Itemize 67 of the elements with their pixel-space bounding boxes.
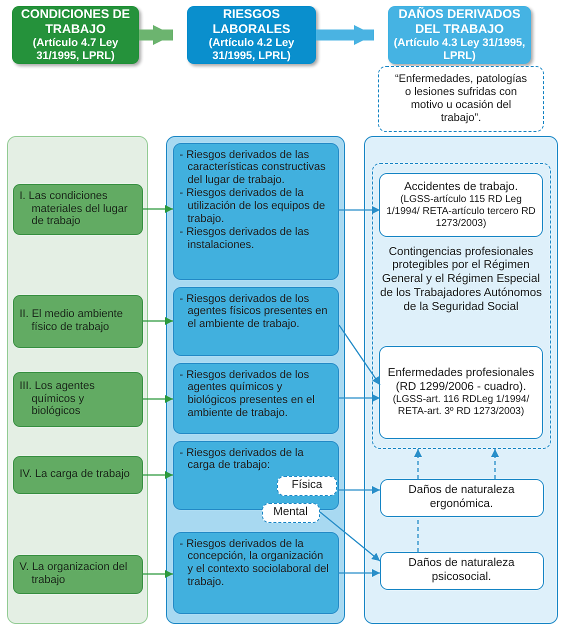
damage-box	[380, 478, 544, 516]
arrow	[339, 394, 380, 402]
arrow	[143, 205, 173, 213]
damage-box	[379, 173, 543, 237]
header-title: DAÑOS DERIVADOS DEL TRABAJO	[397, 7, 522, 37]
node-text: Daños de naturaleza psicosocial.	[407, 556, 516, 584]
risk-box	[172, 362, 338, 434]
risk-box	[172, 286, 338, 356]
arrow	[338, 324, 381, 386]
condition-box	[12, 372, 142, 426]
header-box	[12, 6, 139, 64]
arrow	[414, 449, 422, 479]
arrow	[339, 206, 380, 214]
article-reference: (Artículo 4.2 Ley 31/1995, LPRL)	[208, 36, 296, 63]
block-arrow	[316, 25, 374, 45]
panel-box	[364, 136, 558, 624]
node-text: - Riesgos derivados de los agentes químicos y biológicos presentes en el ambiente de trabajo.	[180, 368, 316, 420]
node-text: - Riesgos derivados de las características constructivas del lugar de trabajo.	[180, 148, 327, 188]
header-box	[388, 6, 531, 64]
node-text: - Riesgos derivados de la concepción, la organización y el contexto sociolaboral del trabajo.	[180, 538, 330, 590]
node-text: Enfermedades profesionales (RD 1299/2006 - cuadro).	[386, 367, 536, 394]
node-text: - Riesgos derivados de la utilización de los equipos de trabajo.	[180, 187, 326, 226]
node-text: - Riesgos derivados de la carga de trabajo:	[180, 446, 305, 472]
header-title: RIESGOS LABORALES	[212, 7, 292, 37]
arrow	[339, 569, 380, 577]
legal-reference: (LGSS-art. 116 RDLeg 1/1994/ RETA-art. 3º RD 1273/2003)	[392, 394, 530, 418]
node-text: Mental	[272, 506, 309, 520]
risk-box	[172, 532, 338, 614]
arrow	[143, 395, 173, 403]
node-text: Contingencias profesionales protegibles por el Régimen General y el Régimen Especial de los Trabajadores Autónomos de la Seguridad Social	[379, 246, 543, 314]
panel-box	[7, 136, 148, 624]
node-text: II. El medio ambiente físico de trabajo	[20, 308, 124, 334]
node-text: III. Los agentes químicos y biológicos	[20, 380, 96, 418]
node-text: I. Las condiciones materiales del lugar de trabajo	[20, 190, 128, 228]
condition-box	[12, 184, 142, 234]
arrow	[143, 471, 173, 479]
article-reference: (Artículo 4.7 Ley 31/1995, LPRL)	[32, 36, 120, 63]
arrow	[320, 512, 380, 562]
block-arrow	[139, 25, 173, 45]
condition-box	[12, 554, 142, 594]
dashed-group-box	[372, 162, 550, 448]
risk-box	[172, 142, 338, 280]
legal-reference: (LGSS-artículo 115 RD Leg 1/1994/ RETA-artículo tercero RD 1273/2003)	[385, 194, 537, 230]
article-reference: (Artículo 4.3 Ley 31/1995, LPRL)	[392, 36, 526, 63]
header-box	[187, 6, 316, 64]
arrow	[491, 449, 499, 479]
panel-box	[166, 136, 345, 624]
arrow	[143, 570, 173, 578]
condition-box	[12, 294, 142, 348]
node-text: Accidentes de trabajo.	[403, 180, 519, 194]
node-text: - Riesgos derivados de los agentes físicos presentes en el ambiente de trabajo.	[180, 292, 329, 332]
node-text: - Riesgos derivados de las instalaciones.	[180, 226, 310, 252]
node-text: V. La organizacion del trabajo	[20, 561, 128, 587]
node-text: “Enfermedades, patologías o lesiones sufridas con motivo u ocasión del trabajo”.	[394, 73, 528, 125]
node-text: Física	[290, 479, 324, 493]
header-title: CONDICIONES DE TRABAJO	[20, 7, 132, 37]
arrow	[143, 317, 173, 325]
type-tag	[277, 476, 337, 496]
quote-box	[378, 66, 544, 132]
damage-box	[379, 346, 543, 439]
connector-line	[417, 517, 419, 552]
arrow	[338, 486, 380, 494]
damage-box	[380, 552, 544, 590]
type-tag	[262, 502, 320, 522]
condition-box	[12, 456, 142, 494]
node-text: Daños de naturaleza ergonómica.	[407, 484, 516, 512]
node-text: IV. La carga de trabajo	[20, 468, 131, 481]
